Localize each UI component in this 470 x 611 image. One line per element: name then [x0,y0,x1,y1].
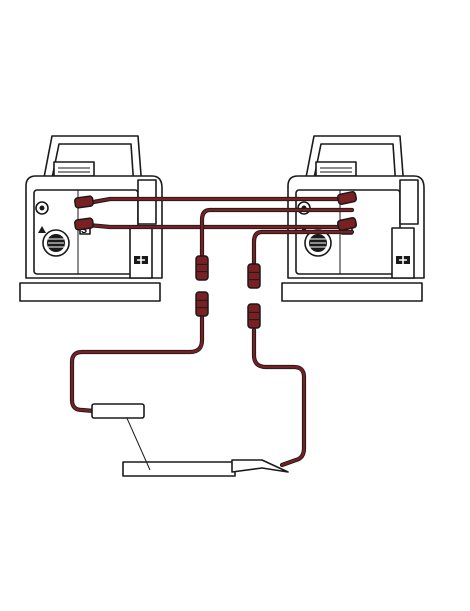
workpiece-plate [122,461,236,477]
connector-group [74,191,358,329]
ground-clamp [231,459,289,473]
electrode-holder [91,403,145,419]
plug-left-lower [74,217,94,231]
inline-connector-ground-female-bands [248,271,260,281]
generator-left: S [19,135,163,302]
cable-ground-lead [252,230,354,467]
generator-left-terminal-label: S [81,225,87,235]
inline-connector-ground-male-bands [248,311,260,321]
inline-connector-electrode-male [195,291,209,317]
inline-connector-ground-female [247,263,261,289]
electrode [125,415,151,471]
inline-connector-electrode-male-bands [196,299,208,309]
inline-connector-electrode-female [195,255,209,281]
inline-connector-electrode-female-bands [196,263,208,273]
inline-connector-ground-male [247,303,261,329]
plug-left-upper [74,195,94,209]
cable-electrode-lead [70,208,354,413]
plug-right-lower [336,217,358,231]
plug-right-upper [336,191,358,205]
